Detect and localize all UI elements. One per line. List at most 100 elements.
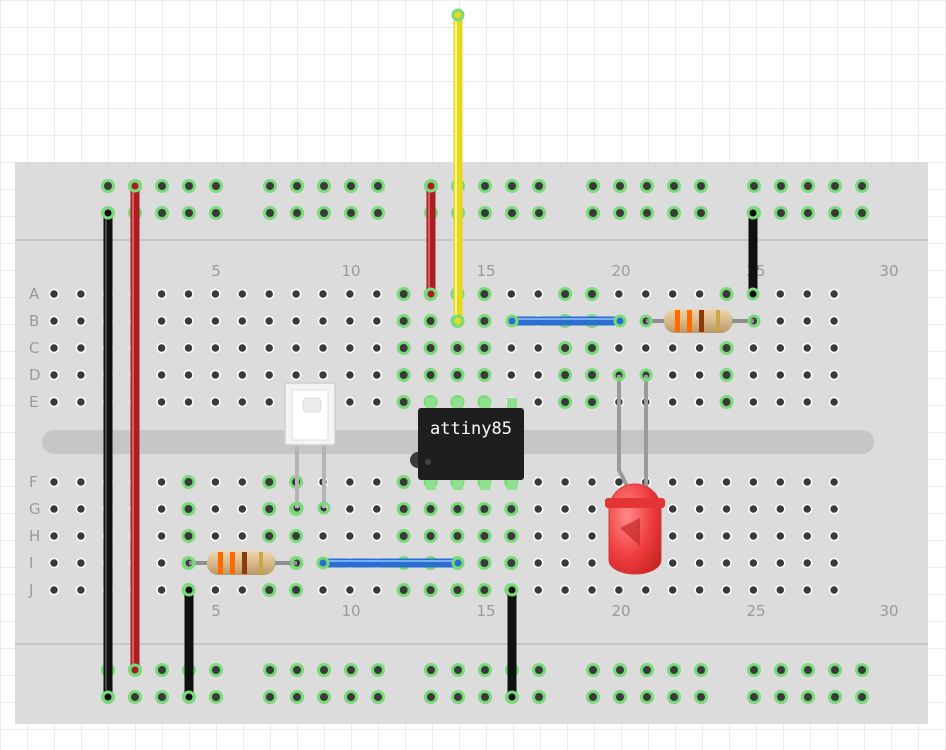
hole (694, 396, 705, 408)
rail-hole (586, 663, 600, 677)
hole (477, 341, 492, 355)
hole (48, 584, 60, 596)
hole (156, 584, 167, 596)
red-wire-top[interactable] (426, 181, 436, 299)
hole (371, 584, 383, 596)
rail-hole (828, 690, 842, 704)
hole (423, 583, 438, 597)
hole (719, 341, 734, 355)
rail-hole (694, 690, 708, 704)
resistor-top[interactable] (646, 309, 754, 333)
hole (532, 342, 544, 354)
blue-jumper-bottom[interactable] (318, 558, 463, 568)
hole (344, 584, 356, 596)
row-label-b: B (29, 312, 39, 330)
hole (317, 288, 329, 300)
rail-hole (478, 179, 492, 193)
hole (396, 287, 411, 301)
hole (396, 475, 411, 489)
light-sensor[interactable] (284, 382, 336, 508)
hole (558, 341, 573, 355)
resistor-bottom[interactable] (189, 551, 297, 575)
hole (423, 529, 438, 543)
wire-endpoint (128, 179, 142, 193)
rail-hole (774, 690, 788, 704)
hole (75, 476, 87, 488)
hole (801, 342, 813, 354)
rail-hole (640, 179, 654, 193)
rail-hole (505, 206, 519, 220)
col-label-5-bottom: 5 (211, 602, 221, 620)
wires (103, 10, 758, 702)
wire-endpoint (639, 314, 653, 328)
rail-hole (694, 206, 708, 220)
hole (721, 530, 732, 542)
hole (48, 530, 60, 542)
hole (371, 396, 383, 408)
black-wire-left-rail[interactable] (103, 208, 113, 702)
wire-endpoint (746, 206, 760, 220)
rail-hole (694, 663, 708, 677)
hole (181, 475, 196, 489)
hole (585, 395, 599, 409)
rail-hole (586, 206, 600, 220)
rail-hole (371, 179, 385, 193)
attiny85-chip[interactable]: attiny85 (410, 398, 524, 490)
red-led[interactable] (605, 375, 665, 575)
hole (748, 342, 759, 354)
hole (290, 315, 302, 327)
hole (748, 503, 759, 515)
wire-endpoint (101, 206, 115, 220)
hole (775, 476, 786, 488)
hole (477, 314, 492, 328)
rail-hole (774, 179, 788, 193)
chip-pin-bottom (507, 480, 517, 490)
rail-hole (451, 690, 465, 704)
hole (262, 583, 277, 597)
rail-hole (667, 663, 681, 677)
hole (48, 342, 60, 354)
yellow-wire-offboard[interactable] (453, 10, 463, 326)
row-label-h: H (29, 527, 40, 545)
hole (450, 529, 465, 543)
rail-hole (667, 690, 681, 704)
rail-hole (774, 206, 788, 220)
blue-jumper-top[interactable] (507, 316, 625, 326)
hole (667, 530, 678, 542)
hole (532, 476, 544, 488)
hole (667, 288, 678, 300)
hole (344, 315, 356, 327)
wire-endpoints (101, 8, 761, 704)
rail-hole (801, 206, 815, 220)
hole (748, 369, 759, 381)
hole (801, 530, 813, 542)
hole (210, 288, 221, 300)
hole (396, 529, 411, 543)
hole (156, 315, 167, 327)
hole (667, 369, 678, 381)
hole (423, 314, 438, 328)
hole (559, 557, 571, 569)
rail-hole (317, 663, 331, 677)
hole (694, 530, 705, 542)
hole (585, 287, 599, 301)
hole (183, 342, 194, 354)
row-labels: A B C D E F G H I J (28, 285, 41, 599)
hole (640, 288, 652, 300)
hole (344, 503, 356, 515)
hole (559, 530, 571, 542)
rail-hole (667, 206, 681, 220)
hole (801, 584, 813, 596)
hole (450, 502, 465, 516)
row-label-i: I (29, 554, 33, 572)
hole (210, 584, 221, 596)
wire-endpoint (747, 314, 761, 328)
hole (344, 288, 356, 300)
hole (559, 584, 571, 596)
hole (801, 503, 813, 515)
rail-hole (317, 179, 331, 193)
hole (290, 369, 302, 381)
hole (477, 556, 492, 570)
red-wire-left-rail[interactable] (130, 181, 140, 675)
rail-hole (263, 179, 277, 193)
